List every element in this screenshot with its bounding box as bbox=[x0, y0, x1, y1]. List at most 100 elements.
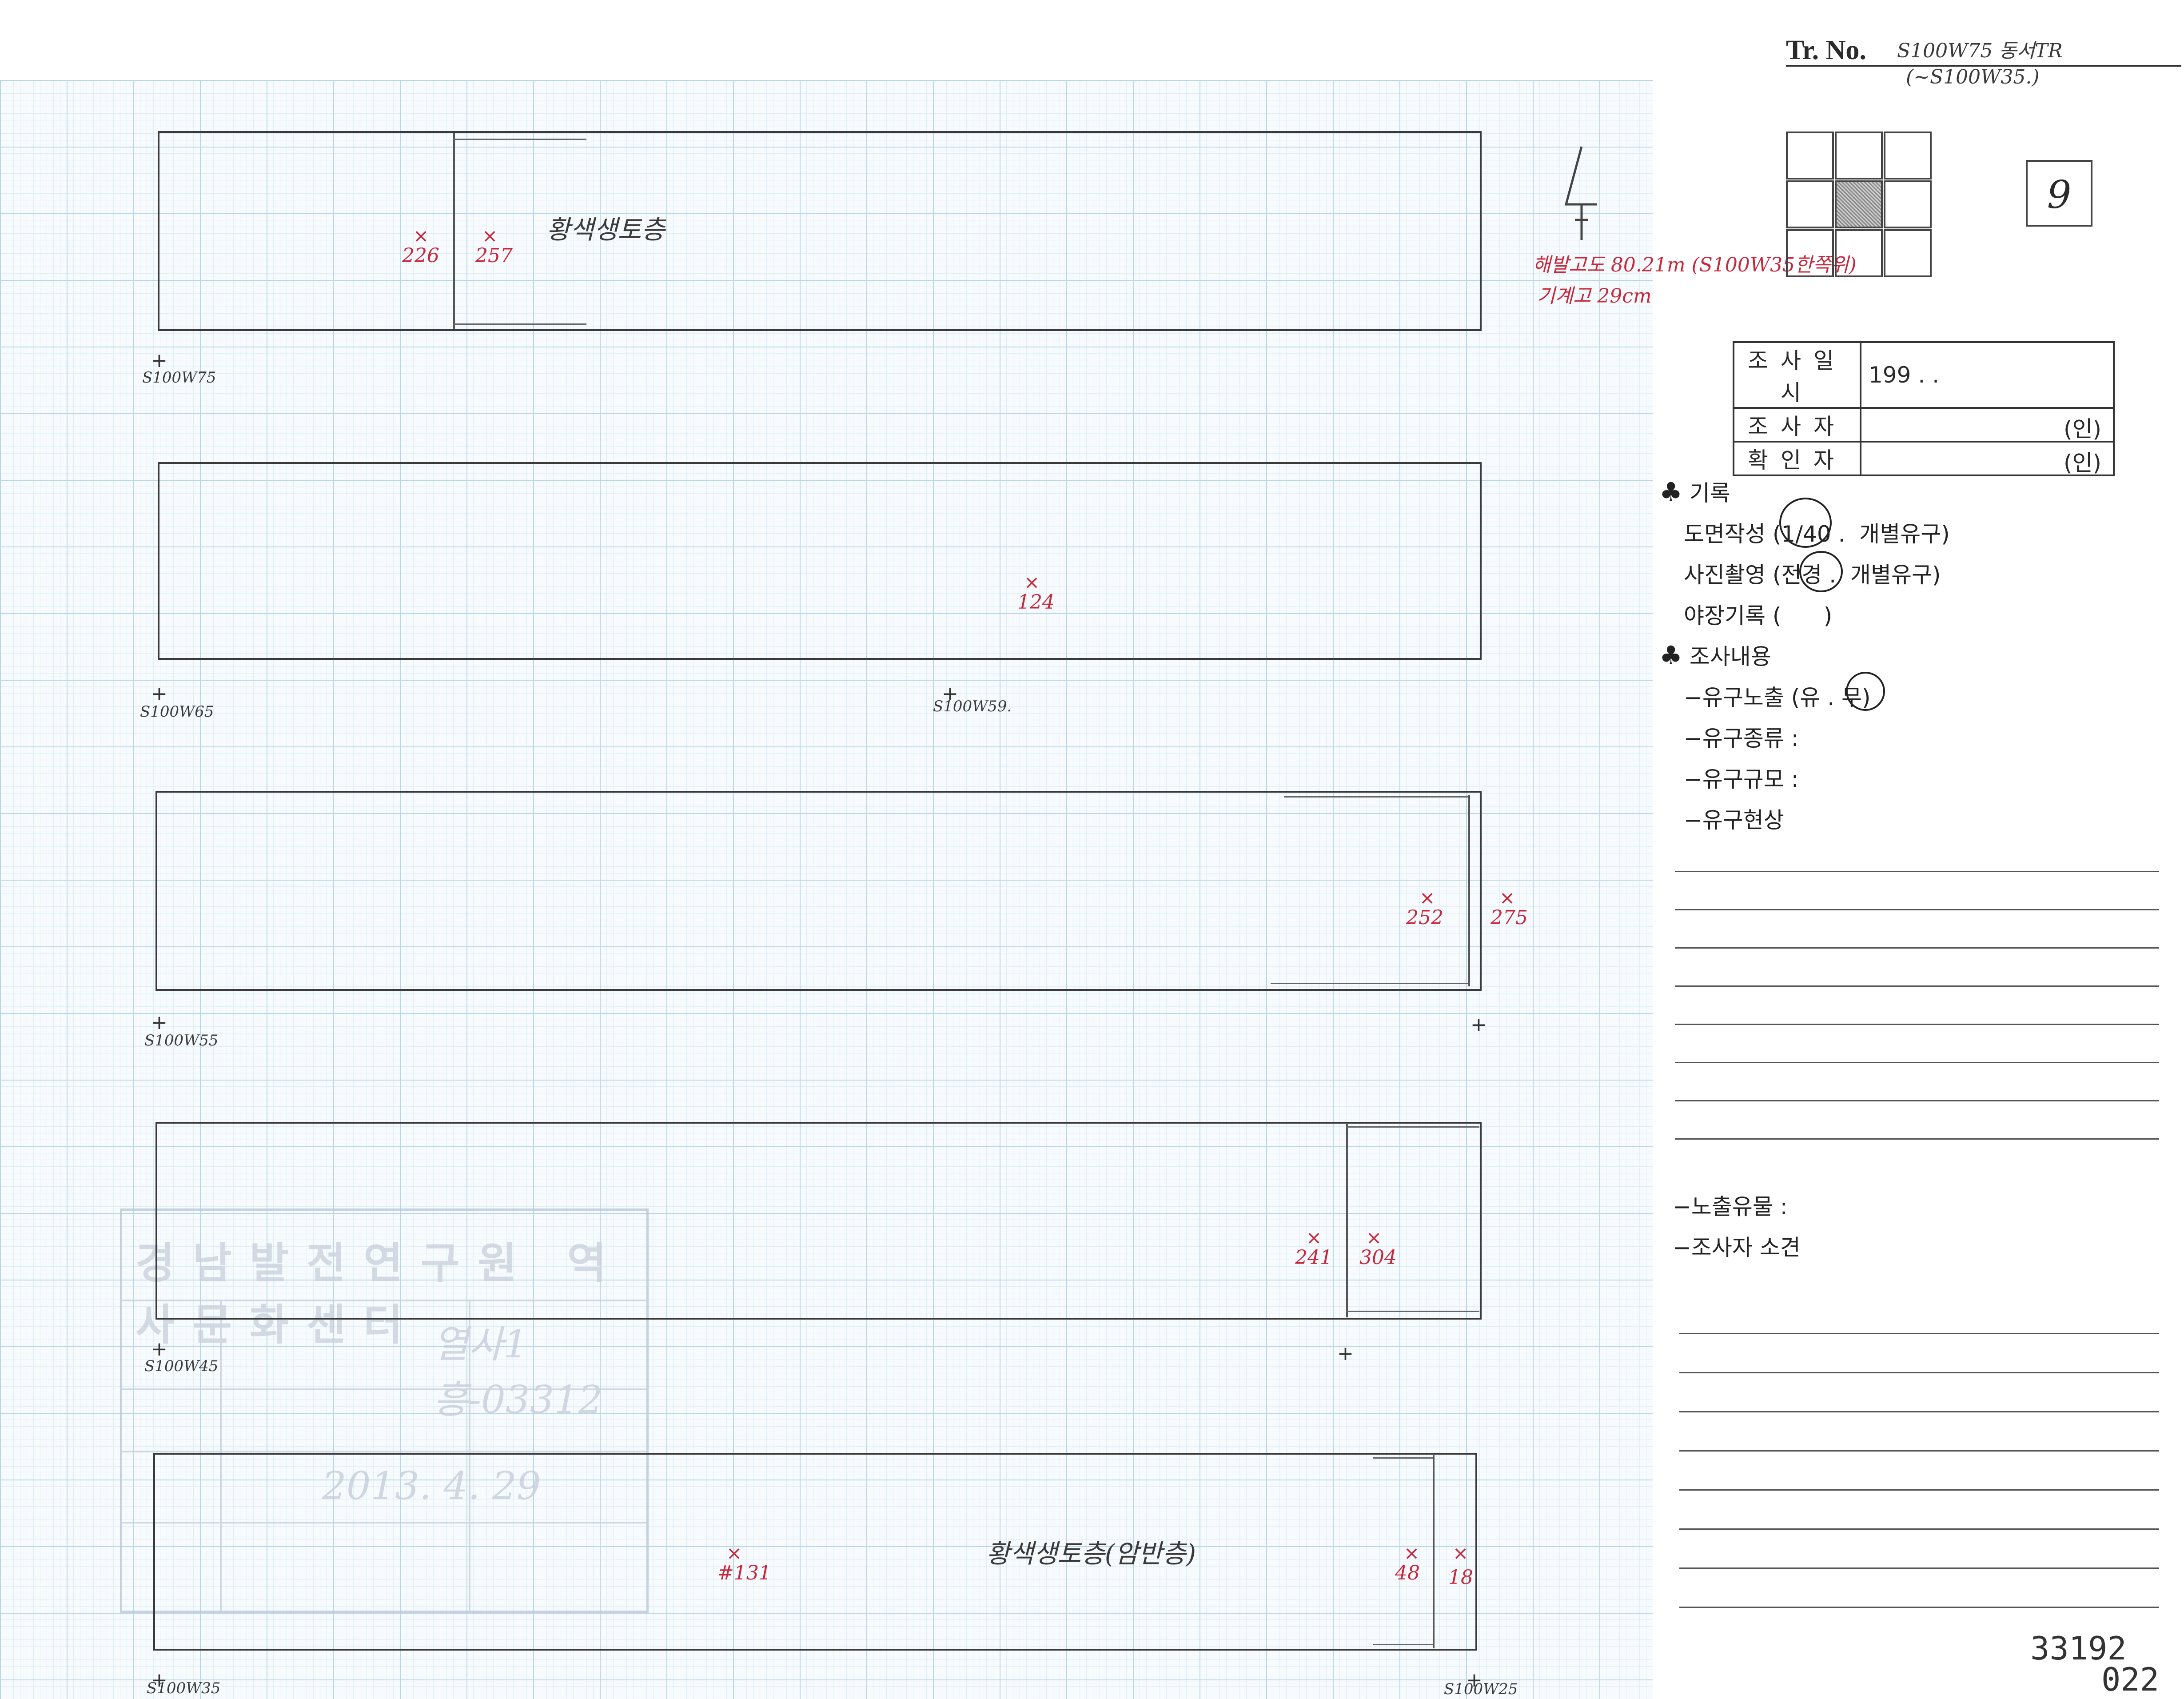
trench-3-edge bbox=[1271, 983, 1468, 984]
trench-3-edge bbox=[1284, 796, 1468, 798]
trench-4-edge bbox=[1346, 1311, 1479, 1312]
writing-line bbox=[1679, 1567, 2159, 1569]
checker-value: (인) bbox=[1860, 441, 2115, 476]
writing-line bbox=[1675, 871, 2159, 872]
surveyor-value: (인) bbox=[1860, 407, 2115, 443]
trench-4-label: S100W45 bbox=[144, 1357, 219, 1375]
scale-line: −유구규모 : bbox=[1684, 766, 1799, 792]
overview-circle bbox=[1799, 551, 1843, 592]
trench-1-depth-2: 257 bbox=[475, 244, 513, 267]
state-line: −유구현상 bbox=[1684, 807, 1784, 833]
trench-1-depth-1: 226 bbox=[402, 244, 439, 267]
trench-5-mark-1: × bbox=[726, 1542, 742, 1564]
absent-circle bbox=[1846, 672, 1885, 711]
club-icon: ♣ bbox=[1659, 640, 1682, 670]
writing-line bbox=[1675, 1062, 2159, 1063]
writing-line bbox=[1679, 1607, 2159, 1608]
trench-5-depth-3: 18 bbox=[1448, 1566, 1473, 1589]
north-arrow-icon bbox=[1564, 146, 1597, 240]
tr-no-label: Tr. No. bbox=[1786, 35, 1866, 65]
trench-3-wall bbox=[1468, 795, 1470, 986]
writing-line bbox=[1679, 1411, 2159, 1412]
scale-circle bbox=[1779, 498, 1832, 548]
page-number: 022 bbox=[2101, 1661, 2160, 1698]
trench-1-soil-note: 황색생토층 bbox=[546, 215, 665, 245]
trench-5-label: S100W35 bbox=[147, 1679, 221, 1697]
sheet-number: 9 bbox=[2026, 160, 2092, 227]
trench-1-label: S100W75 bbox=[142, 369, 216, 387]
trench-4 bbox=[155, 1122, 1482, 1320]
trench-1-edge bbox=[453, 139, 586, 140]
stamp-title: 경남발전연구원 역사문화센터 bbox=[136, 1238, 624, 1350]
trench-5 bbox=[153, 1453, 1477, 1651]
trench-1-wall bbox=[453, 133, 455, 329]
content-title: 조사내용 bbox=[1689, 644, 1771, 670]
date-label: 조사일시 bbox=[1733, 341, 1861, 409]
artifacts-line: −노출유물 : bbox=[1673, 1194, 1788, 1220]
stamp-number: 열사1흥-03312 bbox=[433, 1322, 603, 1422]
trench-5-wall bbox=[1433, 1455, 1435, 1648]
exposure-line: −유구노출 (유 . 무) bbox=[1684, 685, 1871, 710]
writing-line bbox=[1675, 909, 2159, 910]
datum-point: + bbox=[942, 682, 958, 705]
trench-3-mark-1: × bbox=[1419, 887, 1435, 909]
archive-stamp: 경남발전연구원 역사문화센터 열사1흥-03312 2013. 4. 29 bbox=[120, 1208, 649, 1613]
tr-no-range: (~S100W35.) bbox=[1906, 66, 2040, 88]
trench-5-depth-1: #131 bbox=[717, 1562, 771, 1584]
writing-line bbox=[1679, 1489, 2159, 1491]
writing-line bbox=[1675, 947, 2159, 949]
trench-1-mark-2: × bbox=[482, 225, 498, 247]
trench-3-depth-2: 275 bbox=[1491, 906, 1528, 929]
field-notes-line: 야장기록 ( ) bbox=[1684, 603, 1833, 629]
writing-line bbox=[1679, 1450, 2159, 1452]
writing-line bbox=[1679, 1333, 2159, 1334]
elevation-note: 해발고도 80.21m (S100W35한쪽위) bbox=[1533, 254, 1857, 276]
datum-point: + bbox=[151, 349, 167, 372]
seal-suffix: (인) bbox=[2063, 416, 2101, 442]
trench-3 bbox=[155, 791, 1482, 991]
trench-4-wall bbox=[1346, 1124, 1348, 1317]
trench-5-soil-note: 황색생토층(암반층) bbox=[986, 1539, 1196, 1569]
trench-5-mark-2: × bbox=[1404, 1542, 1420, 1564]
writing-line bbox=[1675, 1024, 2159, 1025]
trench-5-mark-3: × bbox=[1453, 1542, 1469, 1564]
datum-point: + bbox=[1466, 1669, 1483, 1691]
instrument-height-note: 기계고 29cm bbox=[1537, 285, 1652, 307]
photo-line: 사진촬영 (전경 . 개별유구) bbox=[1684, 562, 1941, 588]
writing-line bbox=[1675, 985, 2159, 987]
writing-line bbox=[1679, 1528, 2159, 1530]
tr-no-underline bbox=[1786, 65, 2181, 67]
trench-5-edge bbox=[1373, 1644, 1433, 1645]
trench-2-depth-1: 124 bbox=[1017, 591, 1055, 614]
trench-4-mark-1: × bbox=[1306, 1227, 1322, 1248]
table-row: 조사일시 199 . . bbox=[1733, 341, 2115, 409]
trench-1-mark-1: × bbox=[413, 225, 429, 247]
trench-2 bbox=[158, 462, 1482, 660]
trench-2-label: S100W65 bbox=[140, 703, 214, 721]
trench-5-depth-2: 48 bbox=[1395, 1562, 1420, 1584]
trench-4-depth-1: 241 bbox=[1295, 1246, 1332, 1269]
graph-paper bbox=[0, 80, 1653, 1699]
trench-3-mark-2: × bbox=[1499, 887, 1515, 909]
datum-point: + bbox=[151, 1011, 167, 1034]
trench-3-depth-1: 252 bbox=[1406, 906, 1443, 929]
datum-point: + bbox=[1337, 1342, 1354, 1365]
type-line: −유구종류 : bbox=[1684, 726, 1799, 751]
catalog-number: 33192 bbox=[2030, 1630, 2127, 1667]
club-icon: ♣ bbox=[1659, 477, 1682, 507]
stamp-date: 2013. 4. 29 bbox=[322, 1464, 541, 1508]
table-row: 확인자 (인) bbox=[1733, 441, 2115, 476]
datum-point: + bbox=[151, 1669, 167, 1691]
date-value: 199 . . bbox=[1860, 341, 2115, 409]
trench-1-edge bbox=[453, 323, 586, 325]
surveyor-label: 조사자 bbox=[1733, 407, 1861, 443]
trench-4-mark-2: × bbox=[1366, 1227, 1382, 1248]
survey-info-table: 조사일시 199 . . 조사자 (인) 확인자 (인) bbox=[1733, 341, 2115, 476]
trench-3-label: S100W55 bbox=[144, 1032, 219, 1049]
seal-suffix: (인) bbox=[2063, 450, 2101, 476]
trench-2-mid-label: S100W59. bbox=[933, 698, 1012, 715]
opinion-line: −조사자 소견 bbox=[1673, 1235, 1801, 1260]
trench-5-end-label: S100W25 bbox=[1444, 1680, 1518, 1698]
trench-2-mark-1: × bbox=[1024, 571, 1040, 593]
writing-line bbox=[1679, 1372, 2159, 1373]
